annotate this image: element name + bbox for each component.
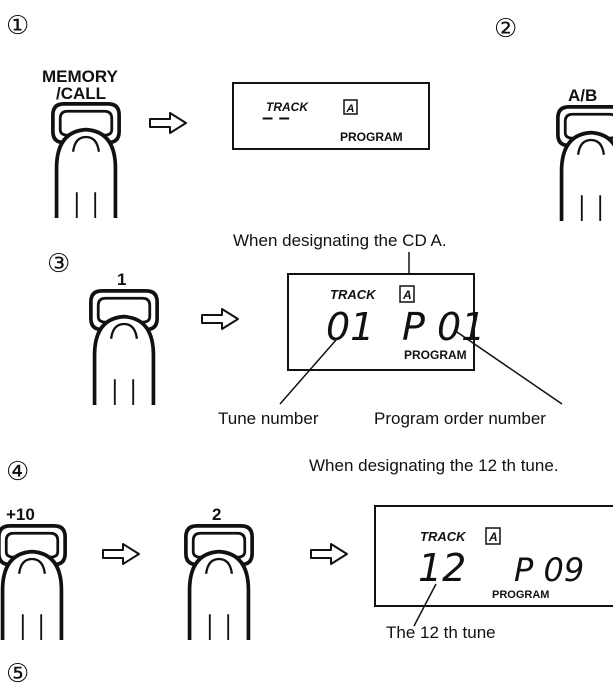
step-3-marker: ③ — [47, 248, 70, 278]
hollow-right-arrow-icon — [149, 112, 187, 134]
disc-a-indicator: A — [402, 288, 412, 302]
lcd-display-4: TRACK A 12 P 09 PROGRAM — [374, 505, 613, 607]
step-4-marker: ④ — [6, 456, 29, 486]
number-2-button[interactable] — [184, 524, 254, 642]
memory-call-button[interactable] — [51, 102, 121, 220]
hollow-right-arrow-icon — [102, 543, 140, 565]
the-12th-tune-caption: The 12 th tune — [386, 623, 496, 642]
memory-call-label-line2: /CALL — [56, 84, 106, 103]
program-order-caption: Program order number — [374, 409, 546, 428]
step-2-marker: ② — [494, 13, 517, 43]
track-indicator: TRACK — [330, 287, 377, 302]
step-5-marker: ⑤ — [6, 658, 29, 686]
plus10-button-label: +10 — [6, 505, 35, 524]
tune-digits: 12 — [418, 546, 466, 590]
disc-a-box — [485, 527, 501, 545]
ab-button[interactable] — [556, 105, 613, 223]
disc-a-indicator: A — [346, 103, 355, 115]
lcd-display-1: TRACK A – – PROGRAM — [232, 82, 430, 150]
track-dashes: – – — [262, 107, 290, 129]
track-indicator: TRACK — [266, 100, 309, 114]
lcd-display-3: TRACK A 01 P 01 PROGRAM — [287, 273, 485, 371]
hollow-right-arrow-icon — [310, 543, 348, 565]
track-indicator: TRACK — [420, 529, 467, 544]
tune-number-caption: Tune number — [218, 409, 319, 428]
tune-number-pointer-line — [279, 339, 337, 405]
button-1-label: 1 — [117, 270, 126, 289]
ab-button-label: A/B — [568, 86, 597, 105]
disc-a-indicator: A — [488, 530, 498, 544]
disc-a-box — [343, 99, 358, 115]
designate-cd-caption: When designating the CD A. — [233, 231, 447, 250]
hollow-right-arrow-icon — [201, 308, 239, 330]
plus10-button[interactable] — [0, 524, 67, 642]
designate-tune-caption: When designating the 12 th tune. — [309, 456, 559, 475]
program-indicator: PROGRAM — [340, 130, 403, 144]
disc-a-box — [399, 285, 415, 303]
the-12th-pointer-line — [413, 583, 437, 627]
button-2-label: 2 — [212, 505, 221, 524]
program-indicator: PROGRAM — [492, 589, 549, 601]
program-indicator: PROGRAM — [404, 348, 467, 362]
step-1-marker: ① — [6, 10, 29, 40]
number-1-button[interactable] — [89, 289, 159, 407]
memory-call-label-line1: MEMORY — [42, 67, 119, 86]
program-order-pointer-line — [453, 329, 563, 405]
program-order-digits: P 09 — [514, 551, 584, 589]
